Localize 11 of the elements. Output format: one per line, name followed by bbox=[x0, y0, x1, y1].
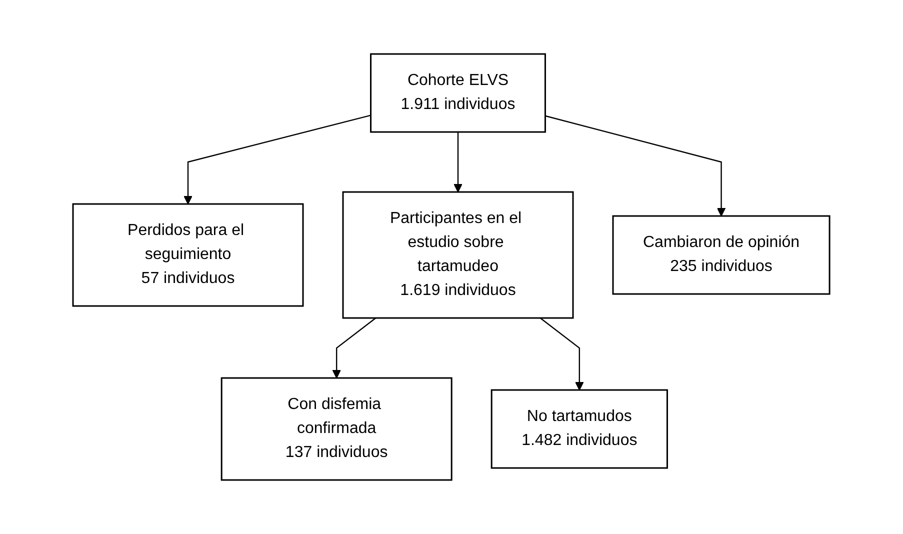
node-box: Cambiaron de opinión 235 individuos bbox=[612, 215, 831, 295]
node-box: Cohorte ELVS 1.911 individuos bbox=[370, 53, 546, 133]
node-box: No tartamudos 1.482 individuos bbox=[491, 389, 668, 469]
arrow bbox=[454, 132, 463, 192]
node-box: Con disfemia confirmada 137 individuos bbox=[221, 377, 453, 481]
arrow bbox=[545, 115, 726, 216]
arrow bbox=[184, 114, 372, 204]
node-box: Participantes en el estudio sobre tartamudeo 1.619 individuos bbox=[342, 191, 574, 319]
node-box: Perdidos para el seguimiento 57 individuos bbox=[72, 203, 304, 307]
arrow bbox=[332, 318, 376, 378]
arrow bbox=[540, 318, 584, 390]
